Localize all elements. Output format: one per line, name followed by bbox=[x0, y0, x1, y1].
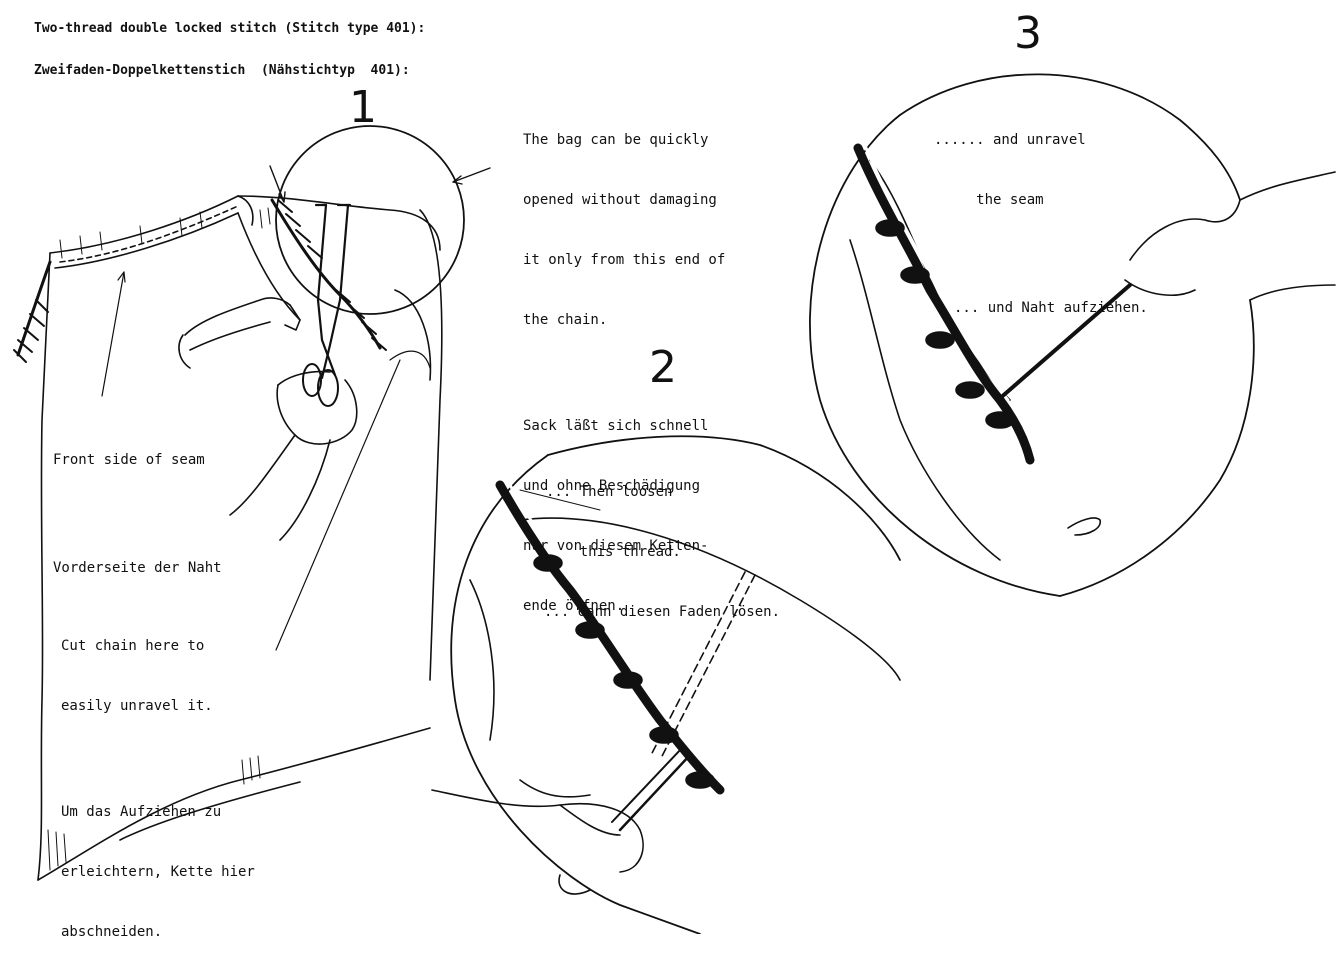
note-line: erleichtern, Kette hier bbox=[61, 862, 255, 882]
step-number-3: 3 bbox=[1014, 12, 1042, 56]
note-line: abschneiden. bbox=[61, 922, 255, 942]
note-line: the seam bbox=[934, 190, 1148, 210]
note-line: opened without damaging bbox=[523, 190, 725, 210]
note-line: Front side of seam bbox=[53, 450, 222, 470]
note-line: Vorderseite der Naht bbox=[53, 558, 222, 578]
detail-circle-1 bbox=[276, 126, 464, 314]
note-line: ... Then loosen bbox=[546, 482, 780, 502]
note-line: ...... and unravel bbox=[934, 130, 1148, 150]
page-heading: Two-thread double locked stitch (Stitch … bbox=[34, 0, 425, 92]
note-unravel-seam: ...... and unravel the seam ... und Naht… bbox=[934, 90, 1148, 338]
heading-line-de: Zweifaden-Doppelkettenstich (Nähstichtyp… bbox=[34, 64, 425, 78]
note-line: ... und Naht aufziehen. bbox=[954, 298, 1148, 318]
note-line: Cut chain here to bbox=[61, 636, 255, 656]
step-number-1: 1 bbox=[349, 86, 377, 130]
note-loosen-thread: ... Then loosen this thread. ... dann di… bbox=[546, 442, 780, 642]
note-line: the chain. bbox=[523, 310, 725, 330]
note-line: easily unravel it. bbox=[61, 696, 255, 716]
note-line: ... dann diesen Faden lösen. bbox=[544, 602, 780, 622]
note-line: The bag can be quickly bbox=[523, 130, 725, 150]
note-line: this thread. bbox=[546, 542, 780, 562]
note-line: Um das Aufziehen zu bbox=[61, 802, 255, 822]
note-line: Sack läßt sich schnell bbox=[523, 416, 725, 436]
note-cut-chain: Cut chain here to easily unravel it. Um … bbox=[61, 596, 255, 962]
heading-line-en: Two-thread double locked stitch (Stitch … bbox=[34, 22, 425, 36]
note-line: it only from this end of bbox=[523, 250, 725, 270]
note-front-side: Front side of seam Vorderseite der Naht bbox=[53, 410, 222, 598]
